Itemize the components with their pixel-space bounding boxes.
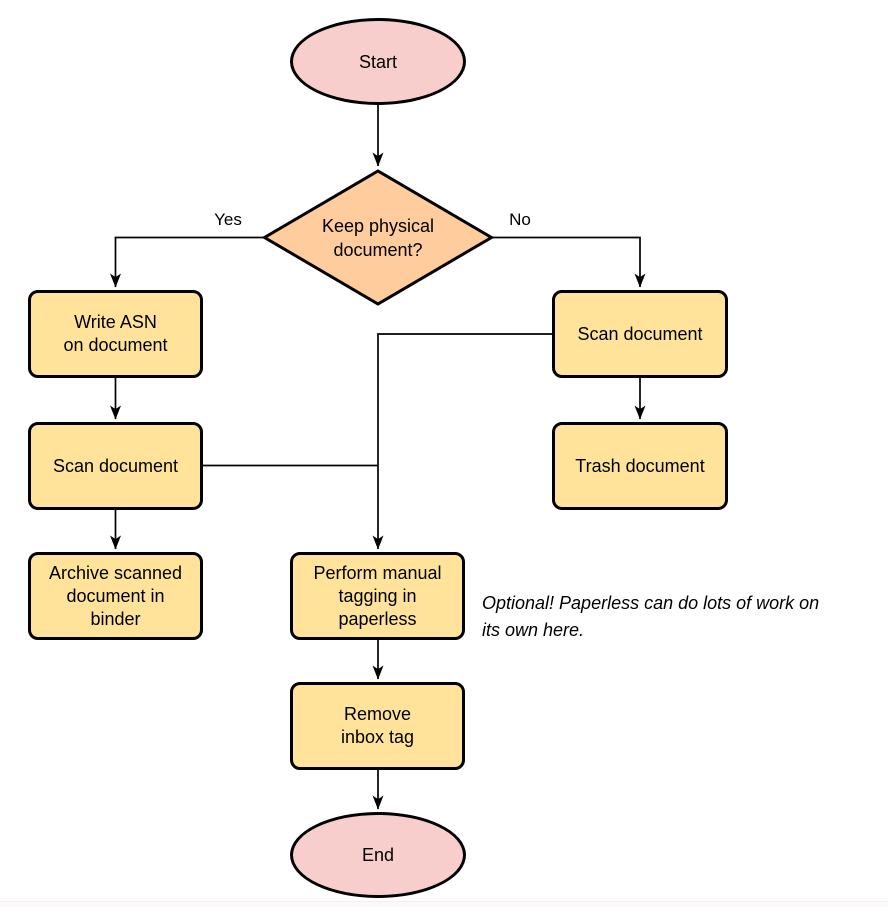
node-remove-inbox-tag: Remove inbox tag [290, 682, 465, 770]
edge-decision-write-asn [110, 236, 263, 288]
bottom-page-strip [0, 901, 888, 907]
node-scan-document-right: Scan document [552, 290, 728, 378]
optional-note: Optional! Paperless can do lots of work … [482, 593, 820, 640]
node-archive-scanned: Archive scanned document in binder [28, 552, 203, 640]
edge-label-no: No [493, 210, 547, 230]
edge-label-yes: Yes [201, 210, 255, 230]
node-manual-tagging: Perform manual tagging in paperless [290, 552, 465, 640]
node-write-asn: Write ASN on document [28, 290, 203, 378]
edge-decision-scan-right [493, 236, 646, 288]
node-start: Start [290, 18, 466, 105]
node-trash-document: Trash document [552, 422, 728, 510]
node-end: End [290, 812, 466, 898]
node-scan-document-left: Scan document [28, 422, 203, 510]
node-decision: Keep physical document? [321, 215, 435, 260]
decision-diamond-shape [261, 169, 495, 306]
edge-scan-right-tagging [372, 333, 552, 550]
